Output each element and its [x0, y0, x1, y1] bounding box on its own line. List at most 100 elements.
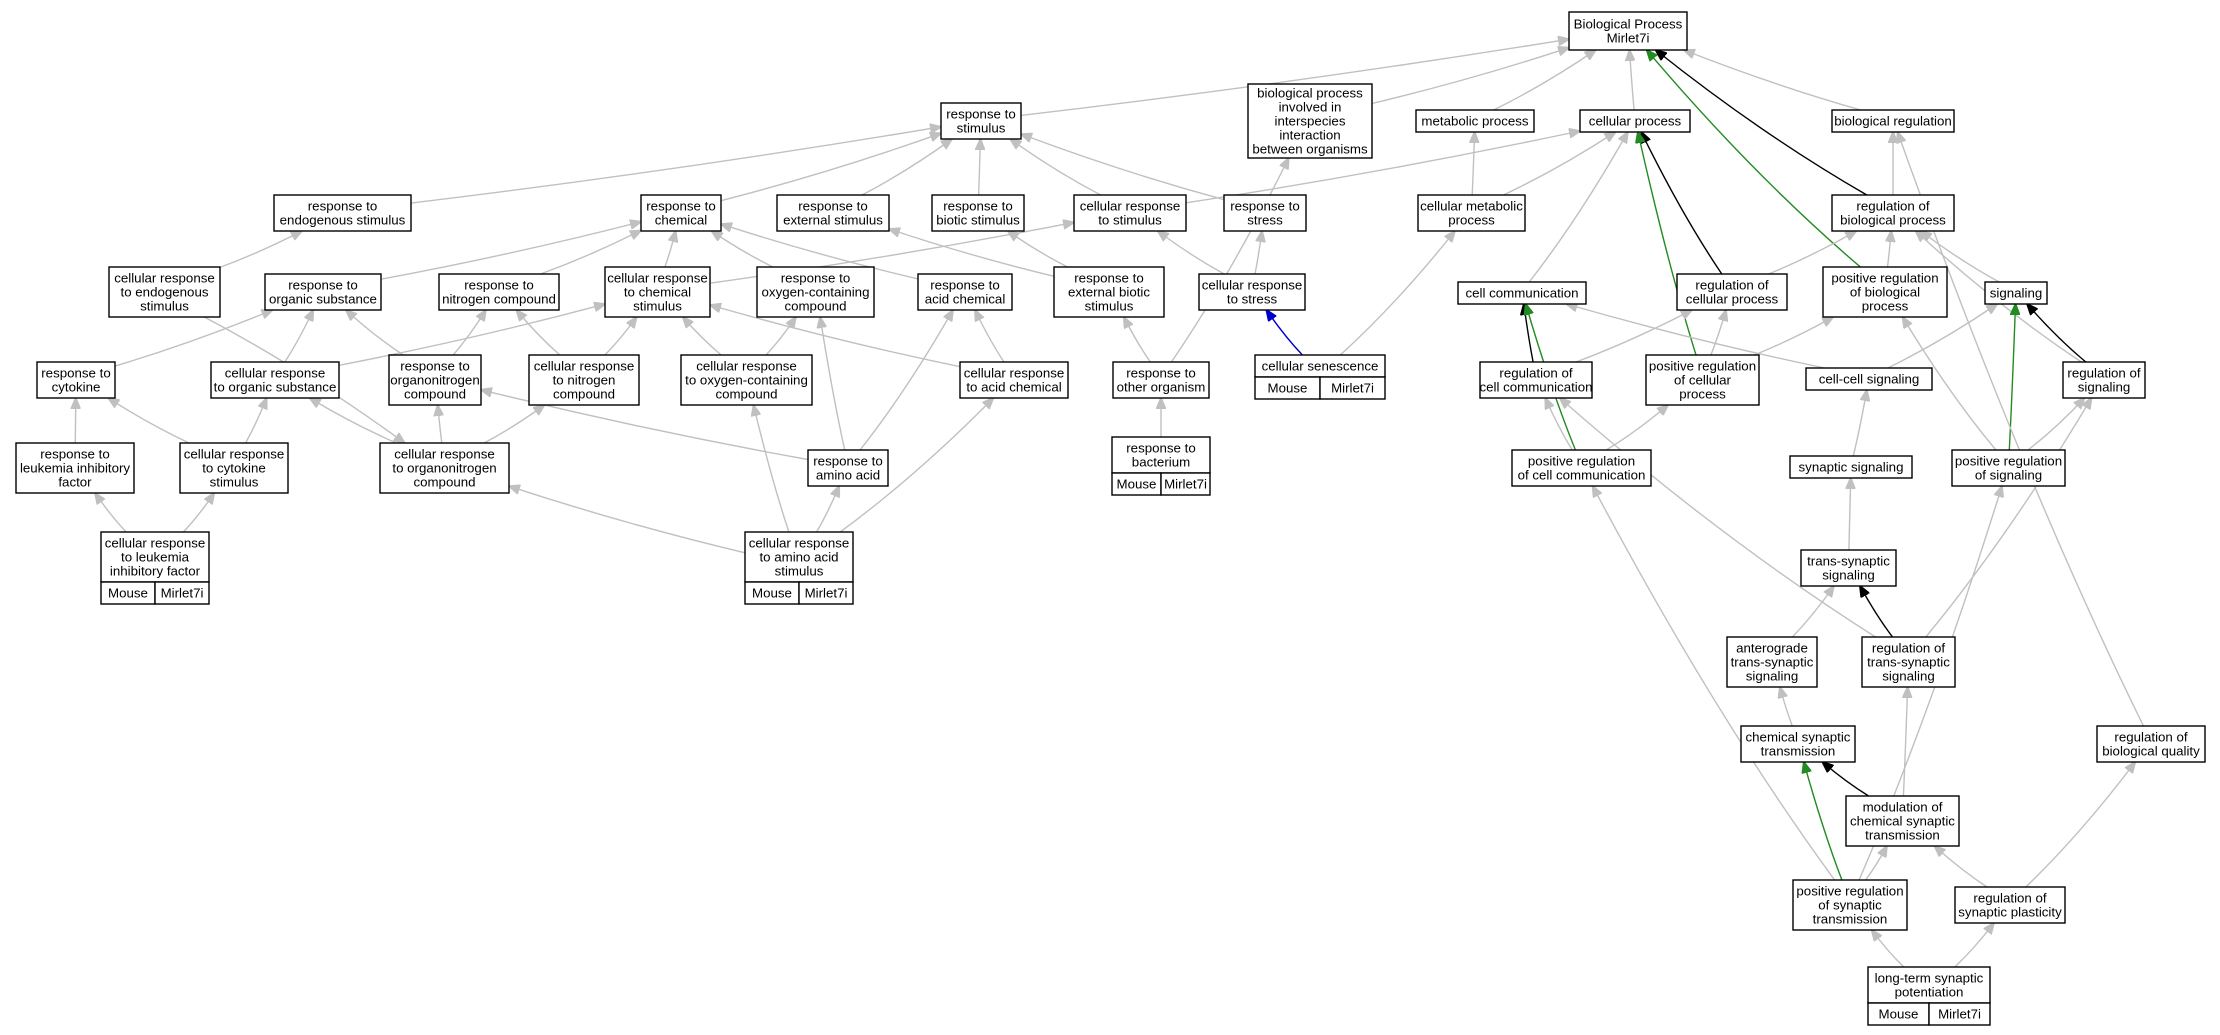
edge-rsp-to-mcst — [1935, 846, 1988, 888]
edge-crs-to-rs — [1010, 139, 1102, 196]
node-label-line: of cell communication — [1518, 468, 1646, 483]
edge-rsp-to-rbq — [2025, 762, 2135, 888]
node-label-line: cell communication — [1479, 380, 1592, 395]
edge-line — [95, 493, 127, 533]
go-term-node-ccs[interactable]: cell-cell signaling — [1805, 367, 1933, 391]
edge-line — [1804, 762, 1843, 881]
node-label-line: response to — [813, 454, 882, 469]
edge-cros-to-ros — [284, 310, 313, 363]
tag-label: Mouse — [1268, 381, 1308, 396]
edge-craa-to-crocc — [754, 405, 790, 533]
edge-line — [1888, 231, 1892, 268]
edge-line — [1020, 39, 1569, 117]
node-label-line: cellular response — [607, 271, 708, 286]
edge-line — [1656, 50, 1868, 196]
edge-cros-to-crcs — [338, 304, 605, 366]
node-box — [210, 361, 340, 399]
go-term-node-breg[interactable]: biological regulation — [1831, 109, 1955, 133]
go-term-node-cp[interactable]: cellular process — [1579, 109, 1691, 133]
go-term-node-sig[interactable]: signaling — [1984, 281, 2048, 305]
tag-label: Mirlet7i — [805, 586, 848, 601]
go-term-node-mp[interactable]: metabolic process — [1415, 109, 1535, 133]
edge-line — [1254, 231, 1262, 275]
node-label-line: stimulus — [957, 121, 1006, 136]
node-box — [1415, 109, 1535, 133]
node-tag-0: Mouse — [100, 581, 156, 605]
tag-label: Mirlet7i — [1938, 1007, 1981, 1022]
go-term-node-cc[interactable]: cell communication — [1457, 281, 1587, 305]
edge-line — [1641, 132, 1723, 275]
node-label-line: response to — [1074, 271, 1143, 286]
node-label-line: trans-synaptic — [1807, 554, 1890, 569]
node-label-line: synaptic signaling — [1799, 460, 1904, 475]
edge-cronc-to-crnc — [483, 405, 544, 444]
node-label-line: cell-cell signaling — [1819, 372, 1920, 387]
node-label-line: involved in — [1279, 100, 1342, 115]
edge-line — [244, 398, 267, 444]
edge-rcyt-to-ros — [114, 310, 273, 367]
node-box — [273, 194, 412, 232]
edge-prcc-to-prcp — [1605, 405, 1668, 451]
edge-line — [1903, 687, 1907, 797]
edge-line — [1780, 687, 1793, 727]
go-term-node-ss[interactable]: synaptic signaling — [1789, 455, 1913, 479]
edge-line — [1605, 405, 1668, 451]
edge-line — [979, 139, 981, 196]
edge-ss-to-ccs — [1852, 390, 1867, 457]
node-box — [2096, 725, 2206, 763]
node-box — [108, 266, 221, 318]
edge-rbp-to-bp — [1656, 50, 1868, 196]
